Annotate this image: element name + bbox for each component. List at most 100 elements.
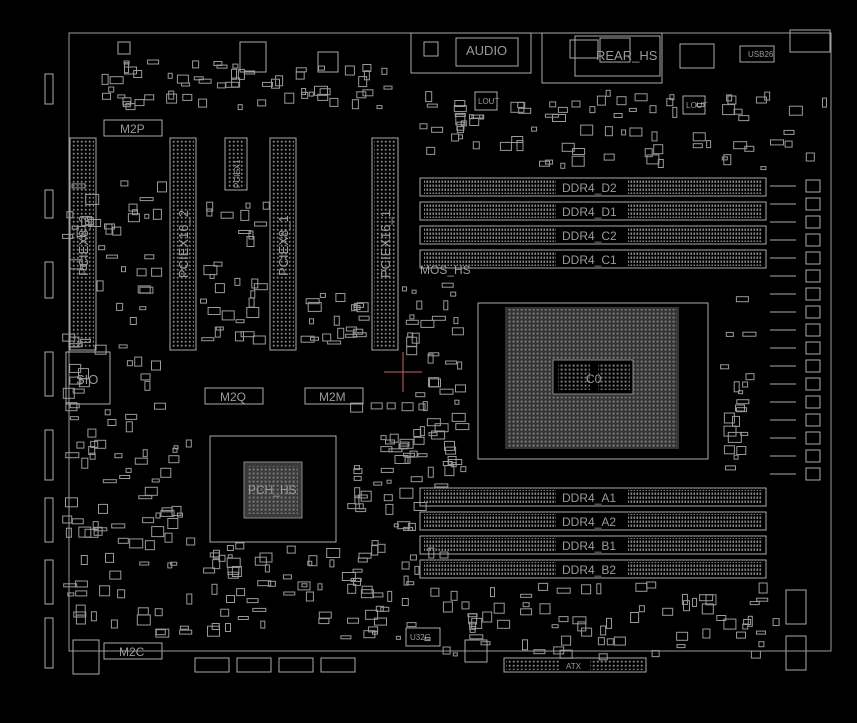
- smd-component: [301, 583, 308, 588]
- pciex16-2-label: PCIEX16_2: [176, 210, 191, 278]
- smd-component: [185, 439, 192, 448]
- smd-component: [105, 223, 113, 235]
- smd-component: [62, 515, 73, 524]
- smd-component: [720, 364, 730, 370]
- smd-component: [260, 620, 266, 629]
- smd-component: [317, 583, 323, 591]
- smd-component: [414, 565, 420, 575]
- smd-component: [214, 326, 221, 338]
- smd-component: [603, 153, 615, 161]
- smd-component: [301, 91, 309, 99]
- smd-component: [405, 319, 419, 325]
- ddr4-c1-label: DDR4_C1: [562, 253, 617, 267]
- smd-component: [758, 641, 765, 648]
- smd-component: [452, 652, 458, 657]
- smd-component: [119, 475, 131, 479]
- smd-component: [723, 445, 735, 455]
- smd-component: [307, 301, 322, 312]
- smd-component: [121, 266, 126, 273]
- smd-component: [275, 75, 284, 87]
- smd-component: [733, 381, 740, 393]
- smd-component: [604, 126, 613, 137]
- smd-component: [742, 331, 757, 337]
- smd-component: [411, 289, 417, 294]
- smd-component: [669, 94, 675, 101]
- smd-component: [295, 67, 307, 73]
- smd-component: [373, 481, 383, 486]
- smd-component: [282, 574, 292, 580]
- smd-component: [305, 298, 320, 305]
- smd-component: [457, 361, 463, 370]
- smd-component: [106, 254, 118, 259]
- smd-component: [461, 601, 470, 610]
- smd-component: [341, 572, 356, 581]
- pciex16-1-label: PCIEX16_1: [378, 210, 393, 278]
- smd-component: [571, 155, 585, 167]
- vrm-choke: [805, 197, 821, 211]
- smd-component: [327, 340, 342, 345]
- smd-component: [81, 457, 89, 469]
- smd-component: [426, 146, 436, 155]
- smd-component: [361, 585, 373, 594]
- smd-component: [431, 315, 446, 321]
- smd-component: [725, 465, 736, 471]
- smd-component: [231, 566, 242, 577]
- vrm-choke: [805, 269, 821, 283]
- smd-component: [347, 503, 357, 510]
- smd-component: [676, 631, 689, 641]
- vrm-choke: [805, 413, 821, 427]
- smd-component: [207, 625, 220, 637]
- smd-component: [397, 521, 411, 530]
- smd-component: [451, 412, 466, 422]
- smd-component: [236, 588, 246, 597]
- smd-component: [770, 139, 784, 146]
- smd-component: [354, 465, 360, 471]
- smd-component: [94, 439, 107, 449]
- smd-component: [227, 571, 239, 579]
- pcie-slots: [69, 137, 399, 351]
- smd-component: [237, 104, 243, 111]
- smd-component: [267, 580, 276, 587]
- pciex1-label: PCIEX1: [233, 159, 242, 188]
- smd-component: [201, 337, 215, 342]
- smd-component: [308, 555, 318, 567]
- smd-component: [245, 202, 251, 209]
- smd-component: [117, 589, 126, 599]
- smd-component: [424, 637, 431, 642]
- smd-component: [74, 580, 88, 588]
- smd-component: [456, 126, 464, 134]
- smd-component: [581, 584, 592, 595]
- smd-component: [101, 73, 109, 85]
- smd-component: [723, 425, 737, 437]
- smd-component: [455, 384, 466, 393]
- ddr4-d1-label: DDR4_D1: [562, 205, 617, 219]
- smd-component: [402, 286, 407, 292]
- smd-component: [544, 113, 559, 118]
- smd-component: [102, 479, 117, 484]
- smd-component: [139, 306, 147, 311]
- smd-component: [455, 423, 470, 431]
- smd-component: [284, 92, 295, 104]
- smd-component: [96, 280, 104, 292]
- smd-component: [431, 430, 446, 440]
- smd-component: [179, 629, 193, 635]
- smd-component: [418, 403, 426, 411]
- smd-component: [376, 105, 383, 110]
- smd-component: [638, 605, 645, 613]
- smd-component: [214, 283, 225, 294]
- smd-component: [80, 555, 88, 565]
- smd-component: [98, 503, 108, 514]
- u32g-label: U32G: [410, 633, 431, 642]
- crosshair: [384, 352, 422, 392]
- smd-component: [231, 68, 237, 80]
- cpu-socket-outline: [477, 302, 709, 460]
- smd-component: [469, 634, 484, 640]
- smd-component: [262, 201, 270, 210]
- smd-component: [234, 277, 241, 286]
- smd-component: [401, 561, 410, 570]
- smd-component: [517, 102, 526, 108]
- smd-component: [200, 298, 207, 304]
- smd-component: [372, 592, 384, 598]
- smd-component: [192, 60, 200, 69]
